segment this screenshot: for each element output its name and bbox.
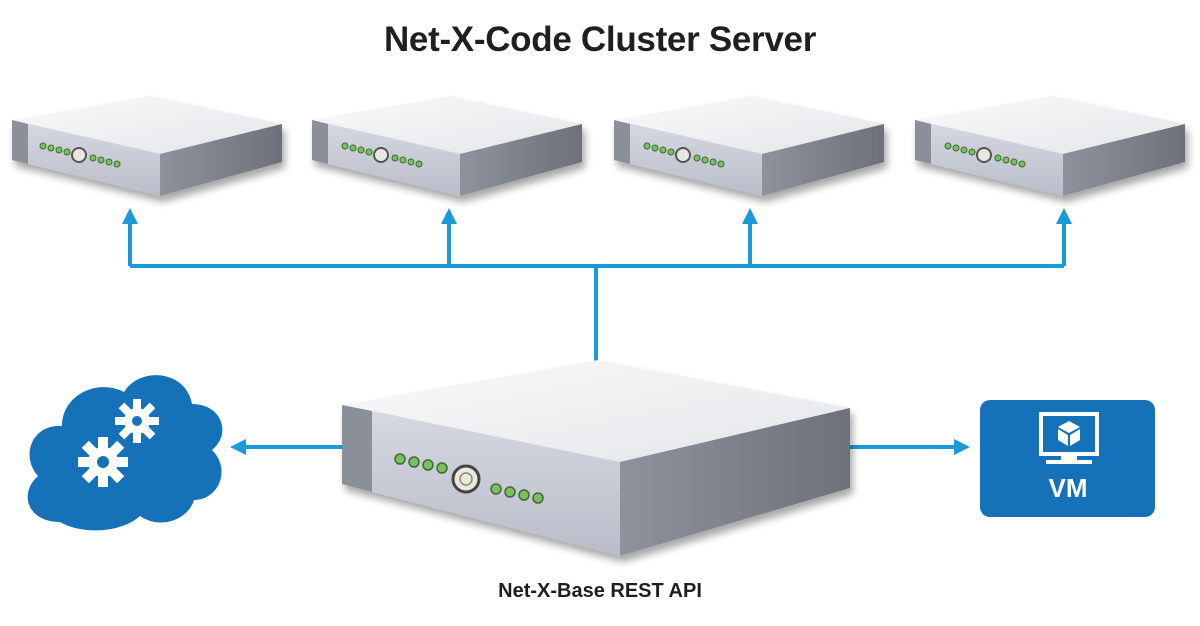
- base-server-caption: Net-X-Base REST API: [498, 580, 702, 602]
- vm-label: VM: [1049, 473, 1088, 503]
- server-status-leds: [944, 142, 1026, 168]
- diagram-title: Net-X-Code Cluster Server: [383, 20, 817, 59]
- cluster-server-3: [614, 96, 884, 196]
- cloud-gears-icon: [27, 375, 223, 531]
- connector-lines: [122, 208, 1072, 455]
- vm-tile: VM: [980, 400, 1155, 517]
- power-button-icon: [976, 147, 992, 163]
- power-button-icon: [675, 147, 691, 163]
- power-button-icon: [373, 147, 389, 163]
- server-status-leds: [39, 142, 121, 168]
- cluster-server-2: [312, 96, 582, 196]
- server-status-leds: [643, 142, 725, 168]
- power-button-icon: [451, 464, 481, 494]
- server-status-leds: [394, 453, 544, 504]
- cluster-server-1: [12, 96, 282, 196]
- base-server: [342, 360, 850, 556]
- monitor-cube-icon: [1039, 412, 1099, 464]
- power-button-icon: [71, 147, 87, 163]
- server-status-leds: [341, 142, 423, 168]
- cluster-server-4: [915, 96, 1185, 196]
